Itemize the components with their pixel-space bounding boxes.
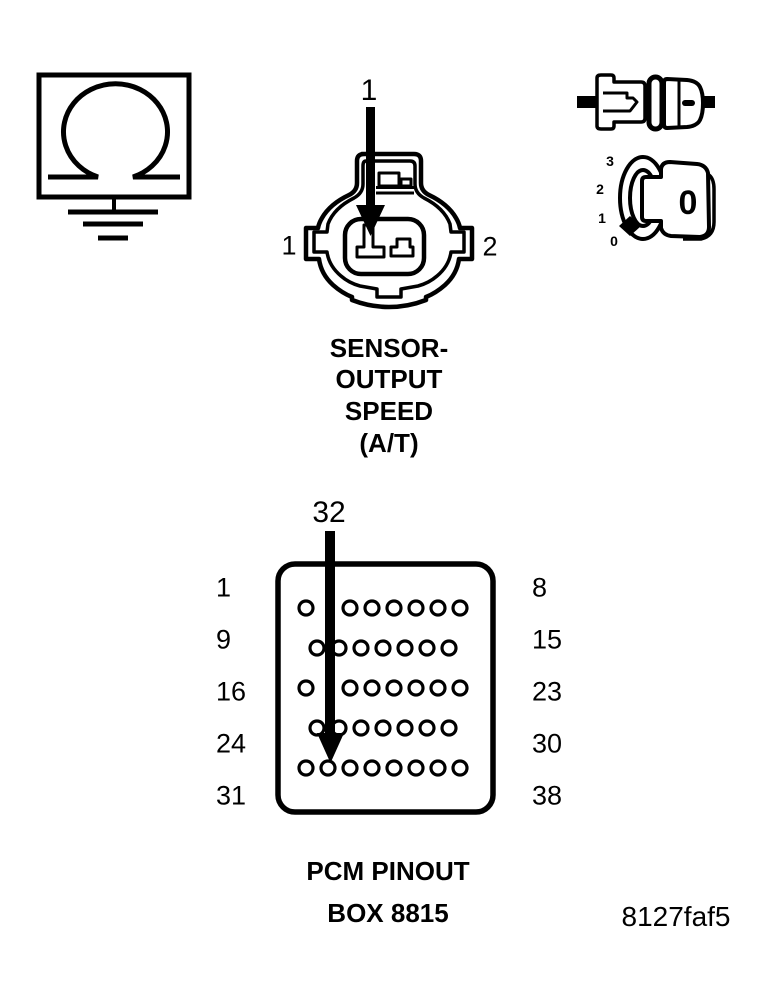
pcm-pin-hole: [352, 719, 370, 737]
pcm-row1-left-label: 1: [216, 572, 232, 603]
sensor-pin2-label: 2: [482, 231, 498, 262]
pcm-row4-right-label: 30: [532, 728, 563, 759]
probe-arrow-sensor-pin1: [356, 107, 385, 236]
pcm-pin-grid: [297, 599, 469, 777]
pcm-row5-right-label: 38: [532, 780, 563, 811]
pcm-pin-hole: [451, 679, 469, 697]
terminal-pin-2: [389, 237, 415, 258]
pcm-pin-hole: [308, 639, 326, 657]
connector-seal-ring: [646, 74, 665, 132]
pcm-pin-hole: [429, 679, 447, 697]
position-marker-diamond: [619, 216, 641, 236]
pcm-pin-hole: [396, 719, 414, 737]
pcm-pin-hole: [385, 599, 403, 617]
omega-symbol: [48, 81, 180, 180]
sensor-caption-line-3: SPEED: [344, 396, 434, 426]
probe-arrow-pcm-pin32: [317, 531, 344, 763]
arrow-shaft: [325, 531, 335, 735]
pcm-pin-hole: [363, 759, 381, 777]
pcm-pin-hole: [396, 639, 414, 657]
arrow-head: [356, 205, 385, 236]
key-position-0-label: 0: [610, 233, 618, 249]
right-half-slot: [682, 100, 695, 106]
key-head-3d-edge: [683, 173, 716, 241]
key-position-display: 0: [678, 184, 698, 222]
pcm-pin-hole: [407, 759, 425, 777]
sensor-pin1-label: 1: [281, 230, 297, 261]
pcm-row3-left-label: 16: [216, 676, 247, 707]
figure-code: 8127faf5: [621, 901, 731, 932]
pcm-row4-left-label: 24: [216, 728, 247, 759]
pcm-pin-hole: [440, 639, 458, 657]
pcm-pin-hole: [407, 679, 425, 697]
right-wire-stub: [701, 96, 715, 108]
pcm-caption-line-2: BOX 8815: [327, 898, 449, 928]
sensor-probe-arrow-label: 1: [360, 74, 378, 107]
pcm-pin-hole: [297, 599, 315, 617]
terminal-pin-1: [355, 223, 386, 259]
pcm-pin-hole: [418, 719, 436, 737]
latch-detail-small: [399, 177, 413, 188]
pcm-pin-hole: [341, 599, 359, 617]
pcm-pin-hole: [385, 679, 403, 697]
left-connector-half: [595, 73, 647, 131]
male-blade-detail: [603, 91, 639, 113]
sensor-connector-diagram: [303, 151, 475, 310]
pcm-pin-hole: [407, 599, 425, 617]
pcm-row5-left-label: 31: [216, 780, 247, 811]
pcm-pin-hole: [385, 759, 403, 777]
sensor-caption-line-4: (A/T): [359, 428, 419, 458]
pcm-row3-right-label: 23: [532, 676, 563, 707]
pcm-pin-hole: [440, 719, 458, 737]
pcm-row1-right-label: 8: [532, 572, 548, 603]
connector-disconnected-icon: [577, 73, 715, 132]
pcm-probe-arrow-label: 32: [312, 496, 346, 529]
pcm-pin-hole: [297, 679, 315, 697]
key-position-3-label: 3: [606, 153, 614, 169]
pcm-pin-hole: [374, 639, 392, 657]
key-head: [640, 160, 711, 239]
pcm-pin-hole: [341, 759, 359, 777]
pcm-pin-hole: [418, 639, 436, 657]
terminal-cavity: [342, 216, 427, 277]
key-position-1-label: 1: [598, 210, 606, 226]
sensor-caption-line-2: OUTPUT: [335, 364, 443, 394]
pcm-pin-hole: [451, 599, 469, 617]
pcm-pin-hole: [451, 759, 469, 777]
pcm-pin-hole: [429, 599, 447, 617]
pcm-pin-hole: [341, 679, 359, 697]
pcm-pin-hole: [374, 719, 392, 737]
left-wire-stub: [577, 96, 597, 108]
pcm-pin-hole: [308, 719, 326, 737]
pcm-pin-hole: [363, 679, 381, 697]
ohmmeter-ground-icon: [36, 72, 192, 241]
sensor-caption-line-1: SENSOR-: [329, 333, 449, 363]
connector-inner-outline: [312, 159, 466, 299]
latch-detail-large: [377, 171, 401, 188]
pcm-pin-hole: [363, 599, 381, 617]
pcm-pin-hole: [319, 759, 337, 777]
arrow-head: [317, 733, 344, 763]
arrow-shaft: [366, 107, 375, 207]
connector-outer-outline: [303, 151, 475, 310]
pcm-row2-left-label: 9: [216, 624, 232, 655]
pcm-pin-hole: [352, 639, 370, 657]
ignition-key-position-icon: [618, 155, 716, 241]
pcm-pin-hole: [297, 759, 315, 777]
key-position-2-label: 2: [596, 181, 604, 197]
pcm-caption-line-1: PCM PINOUT: [306, 856, 470, 886]
pcm-pin-hole: [429, 759, 447, 777]
pcm-row2-right-label: 15: [532, 624, 563, 655]
